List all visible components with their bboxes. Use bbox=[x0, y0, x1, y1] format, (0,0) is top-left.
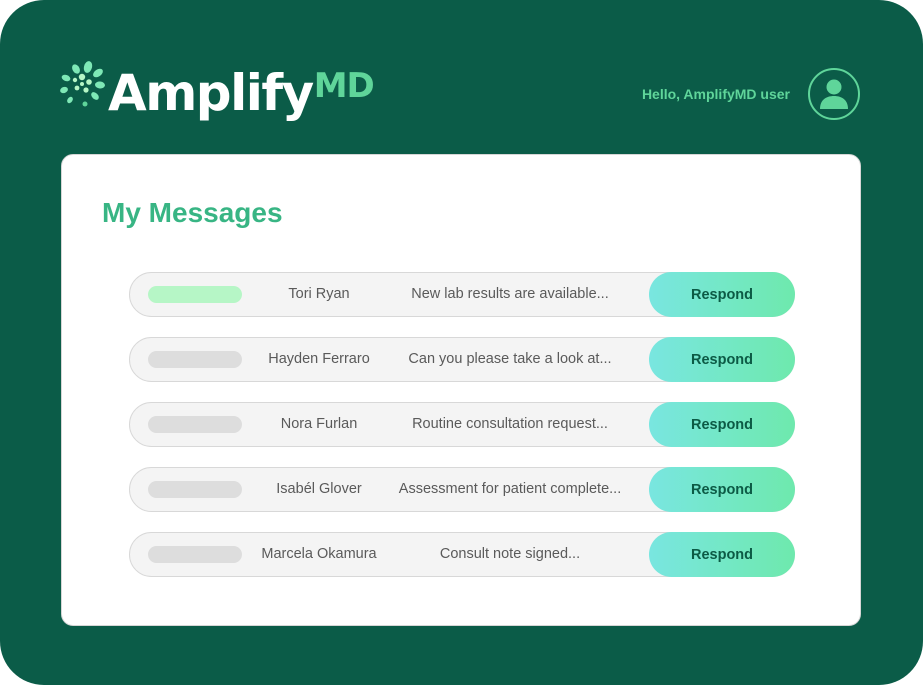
message-preview: Can you please take a look at... bbox=[408, 351, 612, 367]
read-indicator bbox=[148, 481, 242, 498]
message-row[interactable]: Hayden Ferraro Can you please take a loo… bbox=[129, 337, 795, 382]
unread-indicator bbox=[148, 286, 242, 303]
message-preview: Routine consultation request... bbox=[412, 416, 608, 432]
user-icon bbox=[820, 79, 848, 109]
message-preview: New lab results are available... bbox=[411, 286, 609, 302]
message-sender: Marcela Okamura bbox=[261, 546, 377, 562]
logo-suffix: MD bbox=[313, 66, 375, 106]
message-row[interactable]: Isabél Glover Assessment for patient com… bbox=[129, 467, 795, 512]
logo-wordmark: Amplify bbox=[108, 64, 314, 122]
respond-button[interactable]: Respond bbox=[649, 402, 795, 447]
respond-button[interactable]: Respond bbox=[649, 467, 795, 512]
respond-button[interactable]: Respond bbox=[649, 532, 795, 577]
user-avatar-button[interactable] bbox=[808, 68, 860, 120]
message-sender: Isabél Glover bbox=[276, 481, 362, 497]
respond-button[interactable]: Respond bbox=[649, 272, 795, 317]
message-list: Tori Ryan New lab results are available.… bbox=[129, 272, 795, 597]
message-row[interactable]: Tori Ryan New lab results are available.… bbox=[129, 272, 795, 317]
read-indicator bbox=[148, 351, 242, 368]
logo-mark-icon bbox=[60, 61, 105, 107]
message-sender: Hayden Ferraro bbox=[268, 351, 370, 367]
message-row[interactable]: Nora Furlan Routine consultation request… bbox=[129, 402, 795, 447]
read-indicator bbox=[148, 416, 242, 433]
message-sender: Tori Ryan bbox=[288, 286, 350, 302]
read-indicator bbox=[148, 546, 242, 563]
message-sender: Nora Furlan bbox=[280, 416, 358, 432]
respond-button[interactable]: Respond bbox=[649, 337, 795, 382]
messages-card: My Messages Tori Ryan New lab results ar… bbox=[61, 154, 861, 626]
user-greeting: Hello, AmplifyMD user bbox=[641, 86, 790, 102]
message-preview: Assessment for patient complete... bbox=[398, 481, 622, 497]
page-title: My Messages bbox=[102, 197, 283, 228]
message-row[interactable]: Marcela Okamura Consult note signed... R… bbox=[129, 532, 795, 577]
message-preview: Consult note signed... bbox=[439, 546, 581, 562]
amplifymd-logo[interactable]: Amplify MD bbox=[58, 50, 375, 130]
